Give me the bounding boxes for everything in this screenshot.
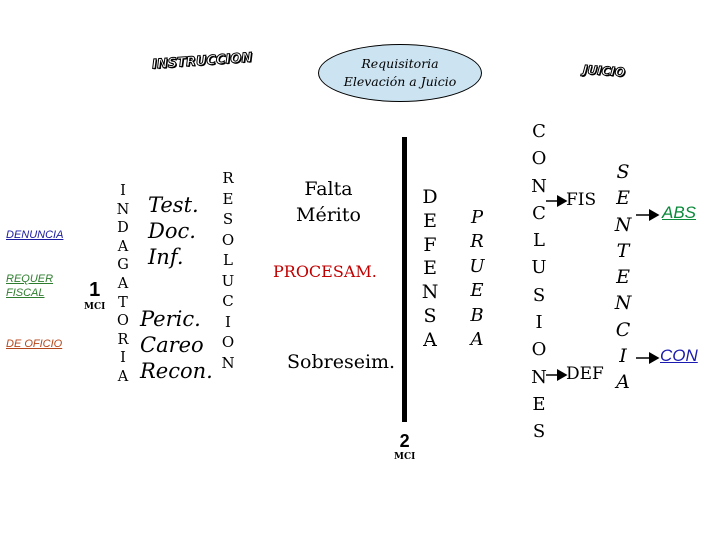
means-test: Test.	[148, 193, 199, 217]
stage-1-label: MCI	[84, 302, 106, 312]
letter: U	[469, 255, 485, 277]
de-oficio-label: DE OFICIO	[6, 338, 63, 350]
letter: E	[616, 187, 630, 210]
stage-1-number: 1	[89, 279, 101, 301]
letter: T	[616, 239, 630, 262]
letter: A	[117, 368, 129, 385]
letter: D	[117, 220, 129, 237]
means-inf: Inf.	[148, 245, 184, 269]
means-peric: Peric.	[140, 307, 201, 331]
letter: A	[423, 328, 437, 351]
stage-2-marker: 2 MCI	[394, 432, 415, 462]
ellipse-line-1: Requisitoria	[361, 56, 439, 71]
stage-2-label: MCI	[394, 452, 416, 462]
means-bottom: Peric. Careo Recon.	[140, 306, 213, 384]
letter: I	[120, 350, 126, 367]
letter: N	[614, 213, 632, 236]
letter: N	[531, 366, 547, 388]
letter: I	[120, 183, 126, 199]
letter: U	[531, 257, 547, 279]
means-recon: Recon.	[140, 359, 213, 383]
conclusiones-vertical: C O N C L U S I O N E S	[528, 118, 550, 446]
letter: E	[470, 280, 484, 302]
letter: I	[619, 345, 627, 368]
letter: A	[470, 329, 484, 351]
abs-label: ABS	[662, 203, 697, 222]
means-top: Test. Doc. Inf.	[148, 192, 199, 270]
denuncia-label: DENUNCIA	[6, 229, 64, 241]
letter: E	[423, 209, 437, 232]
requer-label: REQUER	[6, 273, 54, 285]
prueba-vertical: P R U E B A	[466, 206, 488, 352]
letter: L	[533, 230, 545, 252]
letter: S	[423, 304, 437, 327]
letter: G	[117, 257, 129, 274]
letter: O	[117, 313, 129, 330]
def-label: DEF	[566, 364, 604, 384]
letter: N	[421, 281, 439, 304]
resolucion-vertical: R E S O L U C I O N	[219, 168, 237, 373]
requisitoria-ellipse: Requisitoria Elevación a Juicio	[318, 44, 482, 102]
sobreseim-label: Sobreseim.	[287, 351, 396, 373]
letter: R	[470, 231, 484, 253]
letter: C	[222, 292, 234, 310]
merito-label: Mérito	[296, 204, 361, 226]
instruccion-heading: INSTRUCCION	[151, 50, 253, 73]
letter: O	[531, 339, 547, 361]
letter: E	[423, 257, 437, 280]
letter: F	[423, 233, 437, 256]
letter: C	[615, 318, 631, 341]
indagatoria-vertical: I N D A G A T O R I A	[115, 182, 131, 387]
letter: I	[225, 312, 231, 331]
letter: R	[222, 169, 234, 187]
fiscal-label: FISCAL	[6, 287, 45, 299]
letter: E	[532, 393, 546, 415]
letter: R	[117, 331, 129, 348]
stage-2-number: 2	[399, 431, 410, 451]
letter: E	[222, 189, 234, 208]
letter: T	[118, 294, 128, 311]
ellipse-line-2: Elevación a Juicio	[343, 74, 457, 89]
letter: O	[221, 230, 235, 249]
letter: N	[221, 353, 235, 372]
letter: A	[117, 238, 129, 255]
letter: N	[531, 175, 547, 197]
defensa-vertical: D E F E N S A	[419, 186, 441, 353]
fis-label: FIS	[566, 190, 597, 210]
letter: A	[117, 275, 129, 292]
juicio-heading: JUICIO	[582, 62, 626, 80]
letter: B	[470, 304, 484, 326]
letter: D	[422, 186, 438, 208]
means-careo: Careo	[140, 333, 204, 357]
letter: O	[221, 333, 235, 351]
means-doc: Doc.	[148, 219, 196, 243]
con-label: CON	[660, 346, 698, 365]
letter: S	[532, 284, 546, 306]
stage-divider-line	[402, 137, 407, 422]
stage-1-marker: 1 MCI	[84, 280, 105, 312]
sentencia-vertical: S E N T E N C I A	[612, 159, 634, 396]
letter: C	[532, 121, 546, 142]
falta-label: Falta	[304, 178, 353, 200]
letter: E	[616, 266, 630, 289]
requer-fiscal-label: REQUER FISCAL	[6, 272, 53, 300]
letter: U	[221, 271, 235, 290]
letter: S	[222, 210, 234, 228]
letter: S	[616, 161, 630, 183]
letter: S	[532, 421, 546, 443]
letter: N	[614, 292, 632, 315]
procesam-label: PROCESAM.	[273, 262, 377, 281]
letter: A	[616, 371, 630, 394]
letter: L	[223, 251, 233, 269]
falta-merito: Falta Mérito	[296, 176, 361, 228]
letter: P	[470, 207, 484, 228]
letter: I	[535, 312, 543, 334]
letter: O	[531, 148, 547, 170]
letter: C	[532, 202, 546, 224]
letter: N	[116, 201, 130, 218]
